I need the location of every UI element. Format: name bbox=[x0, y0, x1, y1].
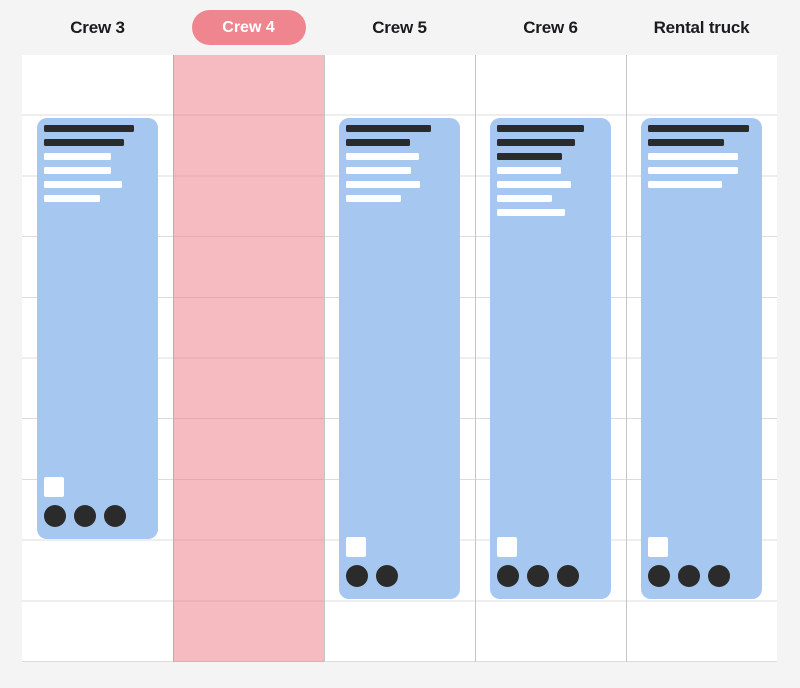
card-title-bar bbox=[648, 138, 724, 146]
column-header-crew-5: Crew 5 bbox=[324, 0, 475, 55]
card-text-bar bbox=[44, 194, 100, 202]
schedule-grid bbox=[22, 55, 777, 662]
card-text-placeholder bbox=[339, 118, 460, 202]
card-text-bar bbox=[44, 152, 111, 160]
assignee-dot bbox=[346, 565, 368, 588]
assignee-dot bbox=[708, 565, 730, 588]
schedule-card-crew-3[interactable] bbox=[37, 117, 158, 539]
assignee-dots bbox=[44, 504, 126, 527]
column-header-label[interactable]: Rental truck bbox=[653, 17, 750, 37]
assignee-dot bbox=[557, 565, 579, 588]
card-text-bar bbox=[648, 180, 722, 188]
card-text-placeholder bbox=[641, 118, 762, 188]
card-footer bbox=[648, 537, 730, 588]
card-text-bar bbox=[497, 208, 565, 216]
column-header-rental-truck: Rental truck bbox=[626, 0, 777, 55]
card-text-placeholder bbox=[490, 118, 611, 216]
selected-column-highlight bbox=[173, 55, 324, 662]
card-text-placeholder bbox=[37, 118, 158, 202]
assignee-dot bbox=[376, 565, 398, 588]
card-text-bar bbox=[497, 166, 561, 174]
card-text-bar bbox=[346, 152, 419, 160]
assignee-dot bbox=[74, 504, 96, 527]
card-title-bar bbox=[346, 138, 410, 146]
column-divider bbox=[474, 55, 476, 662]
column-divider bbox=[323, 55, 325, 662]
card-text-bar bbox=[44, 166, 111, 174]
card-text-bar bbox=[648, 166, 738, 174]
card-title-bar bbox=[44, 124, 134, 132]
card-text-bar bbox=[497, 180, 571, 188]
card-title-bar bbox=[346, 124, 431, 132]
card-footer bbox=[44, 476, 126, 527]
schedule-card-crew-6[interactable] bbox=[490, 117, 611, 600]
card-text-bar bbox=[346, 180, 420, 188]
assignee-dot bbox=[678, 565, 700, 588]
checkbox-indicator[interactable] bbox=[44, 476, 64, 497]
column-header-crew-4: Crew 4 bbox=[173, 0, 324, 55]
board-header: Crew 3 Crew 4 Crew 5 Crew 6 Rental truck bbox=[22, 0, 777, 55]
column-header-crew-6: Crew 6 bbox=[475, 0, 626, 55]
card-footer bbox=[497, 537, 579, 588]
card-title-bar bbox=[497, 138, 575, 146]
checkbox-indicator[interactable] bbox=[346, 537, 366, 558]
card-footer bbox=[346, 537, 398, 588]
assignee-dot bbox=[497, 565, 519, 588]
card-text-bar bbox=[497, 194, 552, 202]
column-header-label[interactable]: Crew 3 bbox=[70, 17, 125, 37]
column-divider bbox=[625, 55, 627, 662]
assignee-dots bbox=[346, 565, 398, 588]
selected-column-pill[interactable]: Crew 4 bbox=[191, 10, 306, 45]
assignee-dot bbox=[104, 504, 126, 527]
column-header-crew-3: Crew 3 bbox=[22, 0, 173, 55]
column-header-label[interactable]: Crew 5 bbox=[372, 17, 427, 37]
assignee-dots bbox=[497, 565, 579, 588]
column-header-label[interactable]: Crew 6 bbox=[523, 17, 578, 37]
assignee-dots bbox=[648, 565, 730, 588]
card-title-bar bbox=[648, 124, 749, 132]
card-text-bar bbox=[44, 180, 122, 188]
card-title-bar bbox=[497, 124, 584, 132]
schedule-card-crew-5[interactable] bbox=[339, 117, 460, 600]
schedule-card-rental-truck[interactable] bbox=[641, 117, 762, 600]
checkbox-indicator[interactable] bbox=[648, 537, 668, 558]
card-title-bar bbox=[497, 152, 562, 160]
checkbox-indicator[interactable] bbox=[497, 537, 517, 558]
card-title-bar bbox=[44, 138, 124, 146]
card-text-bar bbox=[346, 166, 411, 174]
card-text-bar bbox=[346, 194, 401, 202]
assignee-dot bbox=[44, 504, 66, 527]
assignee-dot bbox=[527, 565, 549, 588]
card-text-bar bbox=[648, 152, 738, 160]
assignee-dot bbox=[648, 565, 670, 588]
